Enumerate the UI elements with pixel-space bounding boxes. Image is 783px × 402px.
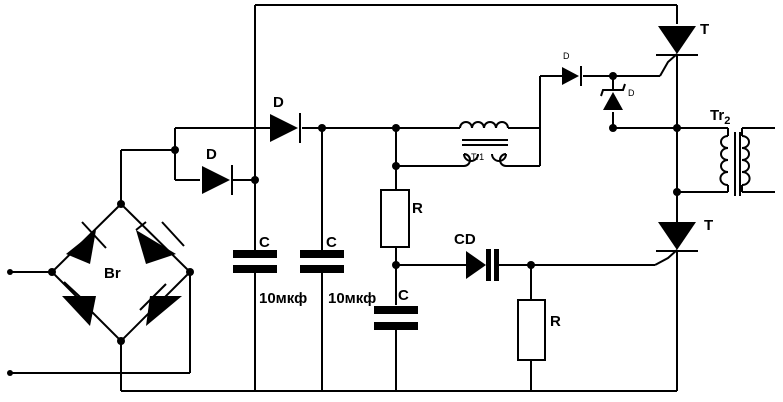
capacitor-2: C 10мкф xyxy=(300,234,376,307)
cd-label: CD xyxy=(454,231,476,248)
junction-dots xyxy=(7,72,681,376)
wires xyxy=(10,4,775,392)
diode-main-label: D xyxy=(273,94,284,111)
transformer-2: Tr2 xyxy=(710,107,751,196)
capacitor-3-label: C xyxy=(398,287,409,304)
diode-lower-label: D xyxy=(206,146,217,163)
capacitor-1-label: C xyxy=(259,234,270,251)
resistor-lower: R xyxy=(517,299,561,361)
diode-main: D xyxy=(270,94,301,143)
thyristor-bottom: T xyxy=(654,217,713,266)
transformer-1-label: Tr1 xyxy=(471,152,484,162)
bridge-label: Br xyxy=(104,265,121,282)
transformer-1: Tr1 xyxy=(459,121,509,167)
diode-small-top: D xyxy=(562,51,582,86)
capacitor-1: C 10мкф xyxy=(233,234,307,307)
thyristor-top-label: T xyxy=(700,21,709,38)
bridge-rectifier: Br xyxy=(50,203,192,343)
diode-lower: D xyxy=(202,146,233,195)
diode-small-top-label: D xyxy=(563,51,570,61)
resistor-upper-label: R xyxy=(412,200,423,217)
capacitor-2-value: 10мкф xyxy=(328,290,376,307)
resistor-lower-label: R xyxy=(550,313,561,330)
diode-zener-label: D xyxy=(628,88,635,98)
cd-element: CD xyxy=(454,231,499,281)
capacitor-2-label: C xyxy=(326,234,337,251)
capacitor-1-value: 10мкф xyxy=(259,290,307,307)
thyristor-top: T xyxy=(656,21,709,77)
thyristor-bottom-label: T xyxy=(704,217,713,234)
diode-zener: D xyxy=(600,83,635,110)
transformer-2-label: Tr2 xyxy=(710,107,730,127)
resistor-upper: R xyxy=(380,189,423,248)
capacitor-3: C xyxy=(374,287,418,330)
